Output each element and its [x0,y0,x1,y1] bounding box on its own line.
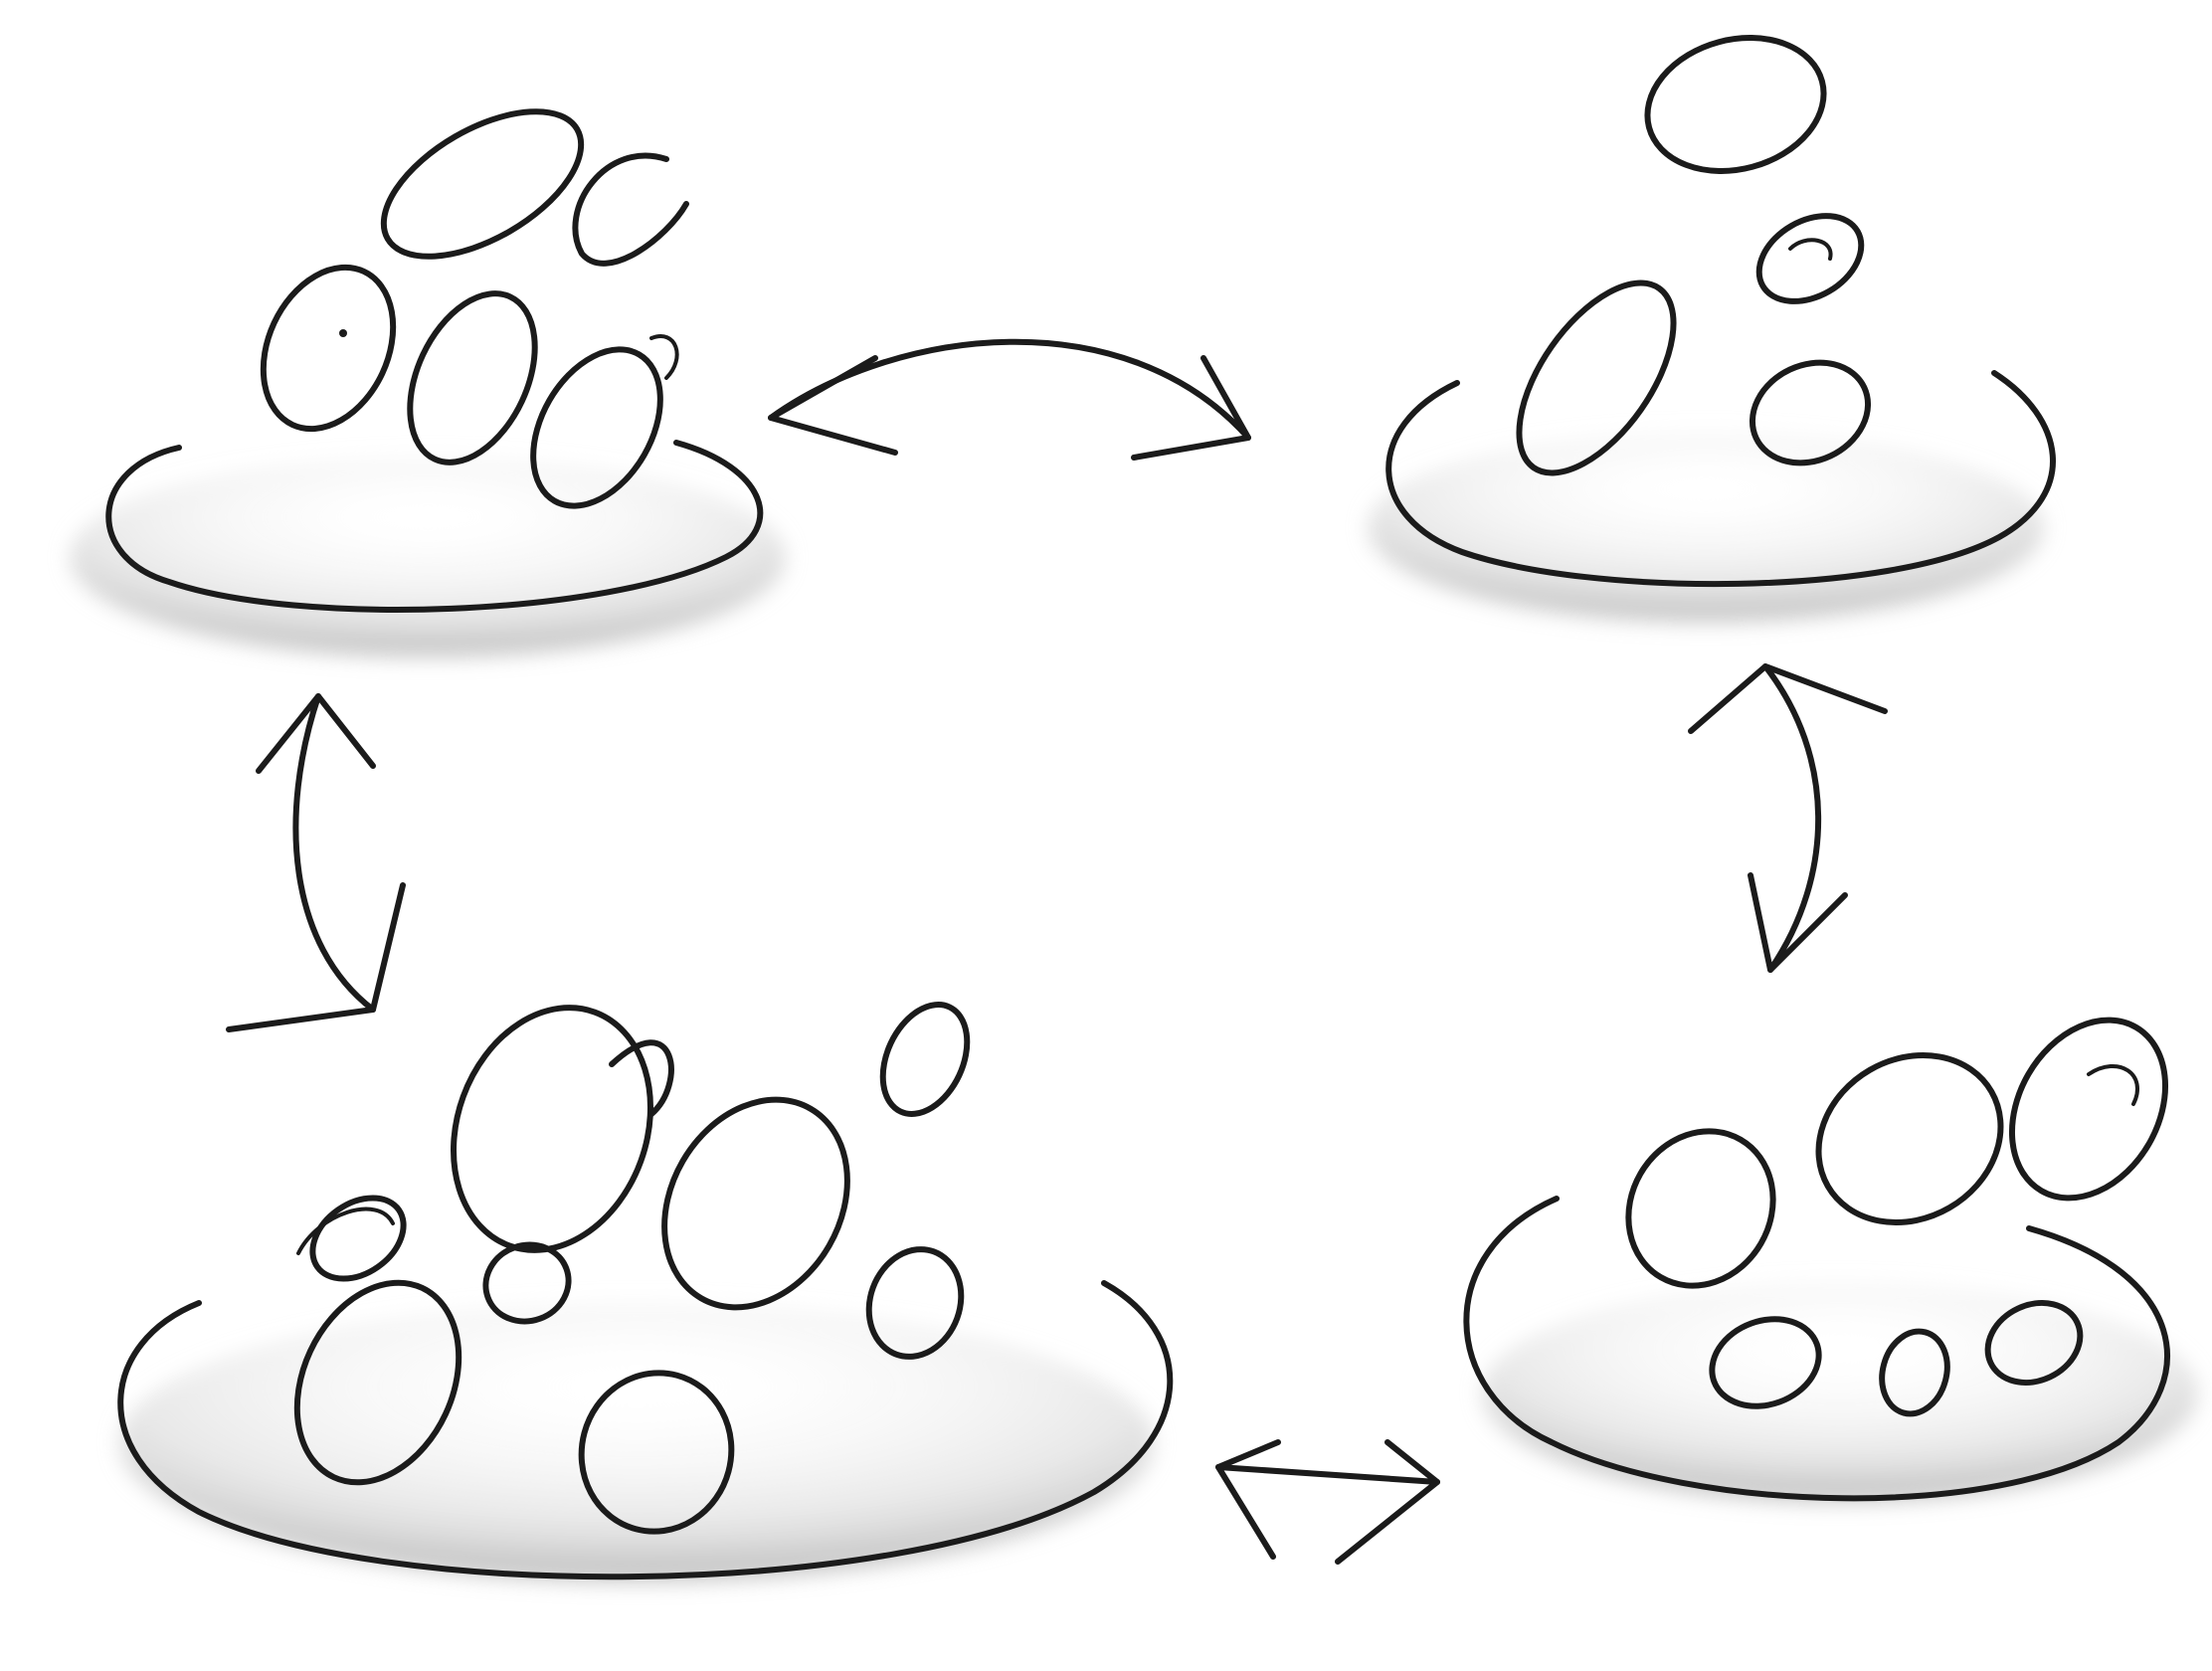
arrow-bottom [1218,1442,1437,1562]
dish-bottom-left [119,980,1170,1581]
blob [575,155,686,263]
arrow-shaft [771,342,1248,438]
arrow-shaft [295,696,373,1010]
dish-shadow [70,458,786,656]
arrowhead-bottom [229,885,403,1029]
blob [360,82,605,285]
blob [628,1066,883,1341]
dish-shadow [1482,1283,2198,1502]
blob [1981,993,2196,1226]
dish-top-right [1368,19,2053,622]
blob [297,1182,419,1296]
arrowhead-right [1338,1442,1437,1562]
arrow-shaft [1765,666,1818,970]
blob [1744,199,1876,319]
blob [239,247,419,451]
arrowhead-right [1134,358,1248,458]
blob-curl [2089,1066,2137,1104]
blob [1788,1022,2032,1255]
blob [1632,19,1839,190]
blob-curl [1790,240,1831,259]
dish-bottom-right [1466,993,2198,1502]
arrowhead-left [1218,1442,1278,1557]
blob [866,991,984,1127]
arrowhead-left [771,358,895,453]
arrow-right [1691,666,1885,970]
arrow-shaft [1218,1467,1437,1482]
blob [421,980,683,1278]
blob [1600,1105,1800,1313]
arrow-left [229,696,403,1029]
dish-top-left [70,82,786,656]
arrow-top [771,342,1248,458]
dish-shadow [1368,433,2044,622]
blob-dot [339,329,347,337]
